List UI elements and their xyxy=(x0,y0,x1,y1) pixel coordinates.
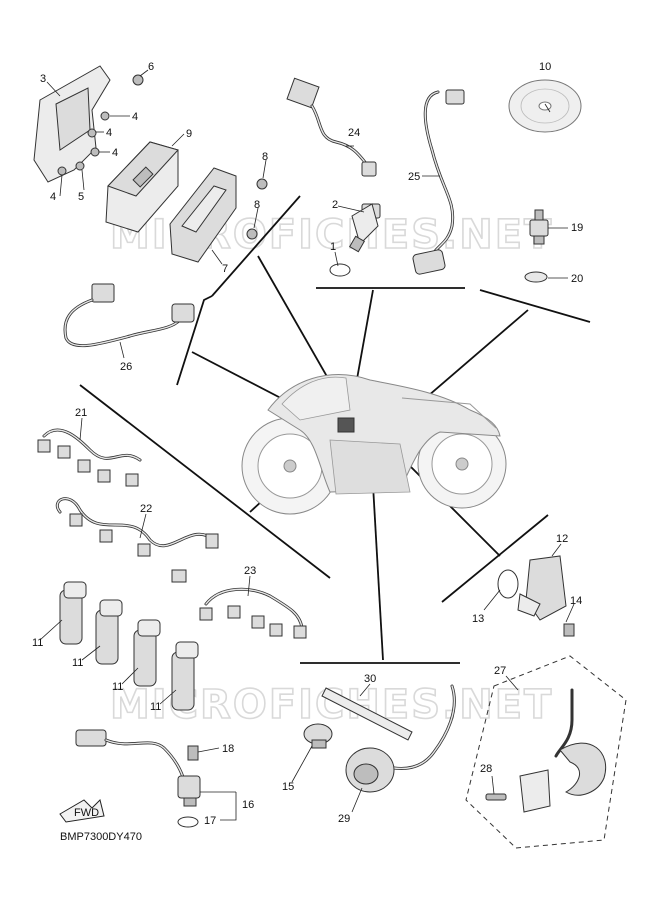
callout-18: 18 xyxy=(222,743,234,755)
ignition-coils xyxy=(59,581,199,711)
ecu-unit xyxy=(105,141,179,233)
bracket-assembly xyxy=(33,65,144,183)
callout-4c: 4 xyxy=(112,147,118,159)
lead-26 xyxy=(63,283,195,348)
callout-6: 6 xyxy=(148,61,154,73)
leader-lines xyxy=(39,69,575,821)
callout-25: 25 xyxy=(408,171,420,183)
callout-24: 24 xyxy=(348,127,360,139)
harness-22 xyxy=(56,497,219,583)
callout-4b: 4 xyxy=(106,127,112,139)
callout-15: 15 xyxy=(282,781,294,793)
callout-11b: 11 xyxy=(72,657,83,669)
callout-5: 5 xyxy=(78,191,84,203)
callout-4d: 4 xyxy=(50,191,56,203)
callout-16: 16 xyxy=(242,799,254,811)
callout-4a: 4 xyxy=(132,111,138,123)
callout-8b: 8 xyxy=(254,199,260,211)
strap-30 xyxy=(321,687,413,741)
callout-7: 7 xyxy=(222,263,228,275)
fwd-label: FWD xyxy=(74,807,99,819)
sensor-12 xyxy=(497,555,575,637)
diagram-code: BMP7300DY470 xyxy=(60,831,142,843)
assembly-27 xyxy=(465,655,627,849)
callout-13: 13 xyxy=(472,613,484,625)
callout-20: 20 xyxy=(571,273,583,285)
callout-11a: 11 xyxy=(32,637,43,649)
callout-28: 28 xyxy=(480,763,492,775)
callout-10: 10 xyxy=(539,61,551,73)
callout-22: 22 xyxy=(140,503,152,515)
harness-21 xyxy=(37,428,142,487)
switch-19 xyxy=(524,209,549,283)
callout-26: 26 xyxy=(120,361,132,373)
sub-harness-24 xyxy=(286,77,377,177)
callout-30: 30 xyxy=(364,673,376,685)
callout-1: 1 xyxy=(330,241,336,253)
fwd-arrow: FWD xyxy=(59,799,105,823)
callout-9: 9 xyxy=(186,128,192,140)
callouts: 3 6 4 4 4 4 5 9 7 8 8 1 2 10 24 25 19 20… xyxy=(32,61,583,827)
harness-23 xyxy=(199,587,307,639)
callout-11d: 11 xyxy=(150,701,161,713)
motorcycle-illustration xyxy=(241,374,507,515)
callout-2: 2 xyxy=(332,199,338,211)
callout-12: 12 xyxy=(556,533,568,545)
callout-29: 29 xyxy=(338,813,350,825)
heatsink-bracket xyxy=(169,167,268,263)
cd-disc xyxy=(508,79,582,133)
callout-8a: 8 xyxy=(262,151,268,163)
callout-23: 23 xyxy=(244,565,256,577)
callout-21: 21 xyxy=(75,407,87,419)
sensor-2 xyxy=(329,203,381,277)
callout-14: 14 xyxy=(570,595,582,607)
callout-11c: 11 xyxy=(112,681,123,693)
sensor-16 xyxy=(75,729,201,828)
stator-29 xyxy=(345,684,456,793)
callout-19: 19 xyxy=(571,222,583,234)
callout-27: 27 xyxy=(494,665,506,677)
callout-17: 17 xyxy=(204,815,216,827)
lead-25 xyxy=(412,89,465,275)
sensor-15 xyxy=(303,723,333,749)
callout-3: 3 xyxy=(40,73,46,85)
